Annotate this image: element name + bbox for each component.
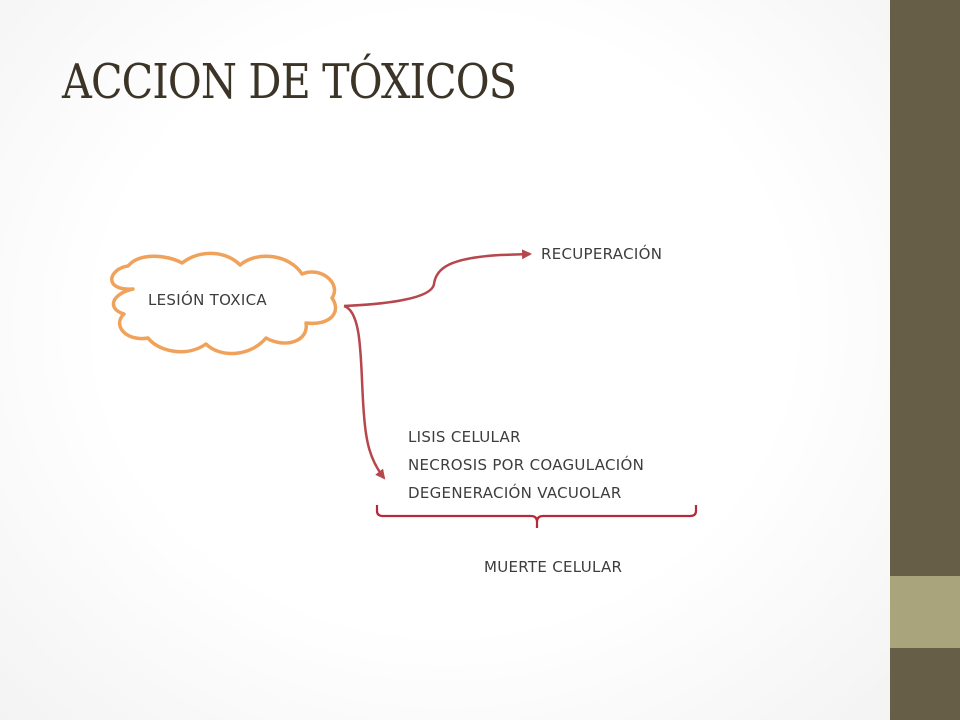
- grouping-brace: [375, 505, 698, 528]
- arrow-to-cell-death: [343, 304, 386, 480]
- source-node-label: LESIÓN TOXICA: [148, 290, 267, 309]
- toxic-action-diagram: LESIÓN TOXICA RECUPERACIÓN LISIS CELULAR…: [110, 244, 698, 576]
- outcome-item-necrosis: NECROSIS POR COAGULACIÓN: [408, 455, 644, 474]
- sidebar-accent-block: [890, 576, 960, 648]
- outcome-item-lysis: LISIS CELULAR: [408, 428, 521, 446]
- arrow-to-recovery: [343, 249, 532, 308]
- slide-title: ACCION DE TÓXICOS: [62, 54, 517, 110]
- outcome-item-degeneration: DEGENERACIÓN VACUOLAR: [408, 483, 622, 502]
- cell-death-label: MUERTE CELULAR: [484, 558, 622, 576]
- slide-canvas: ACCION DE TÓXICOS LESIÓN TOXICA RECUPERA…: [0, 0, 890, 720]
- cloud-shape: [110, 251, 338, 356]
- sidebar-decoration: [890, 0, 960, 720]
- recovery-label: RECUPERACIÓN: [541, 244, 662, 263]
